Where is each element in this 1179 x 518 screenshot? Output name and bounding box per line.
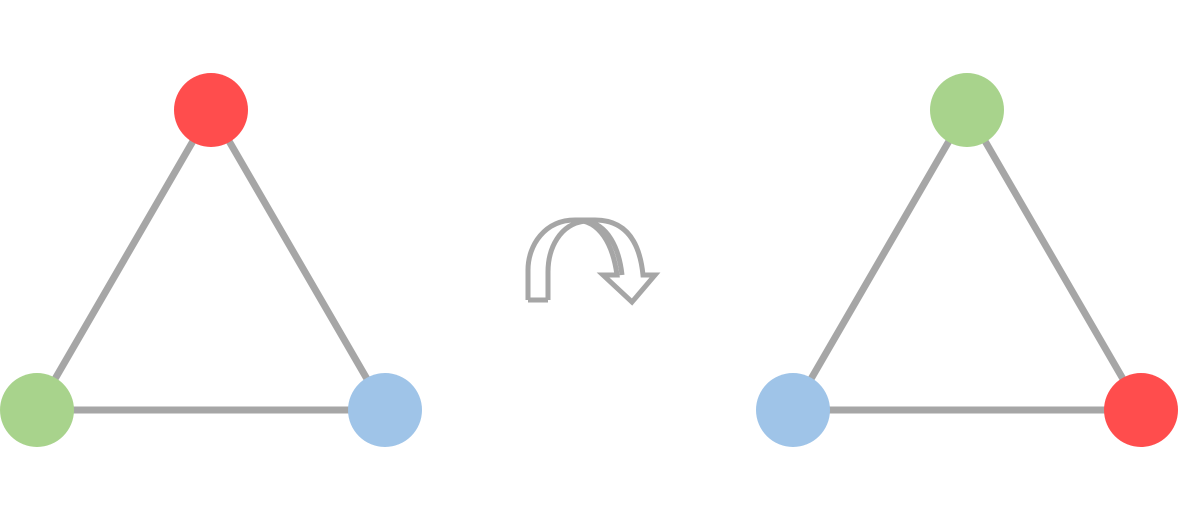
right-triangle bbox=[756, 73, 1178, 447]
right-vertex-top bbox=[930, 73, 1004, 147]
left-triangle bbox=[0, 73, 422, 447]
right-edge-top-to-bottom-right bbox=[963, 108, 1145, 412]
left-vertex-bottom-right bbox=[348, 373, 422, 447]
right-vertex-bottom-left bbox=[756, 373, 830, 447]
left-vertex-bottom-left bbox=[0, 373, 74, 447]
left-edge-top-to-bottom-right bbox=[207, 108, 389, 412]
left-edge-top-to-bottom-left bbox=[33, 108, 215, 412]
left-vertex-top bbox=[174, 73, 248, 147]
clockwise-rotation-arrow-icon bbox=[525, 217, 661, 306]
right-edge-top-to-bottom-left bbox=[789, 108, 971, 412]
right-vertex-bottom-right bbox=[1104, 373, 1178, 447]
